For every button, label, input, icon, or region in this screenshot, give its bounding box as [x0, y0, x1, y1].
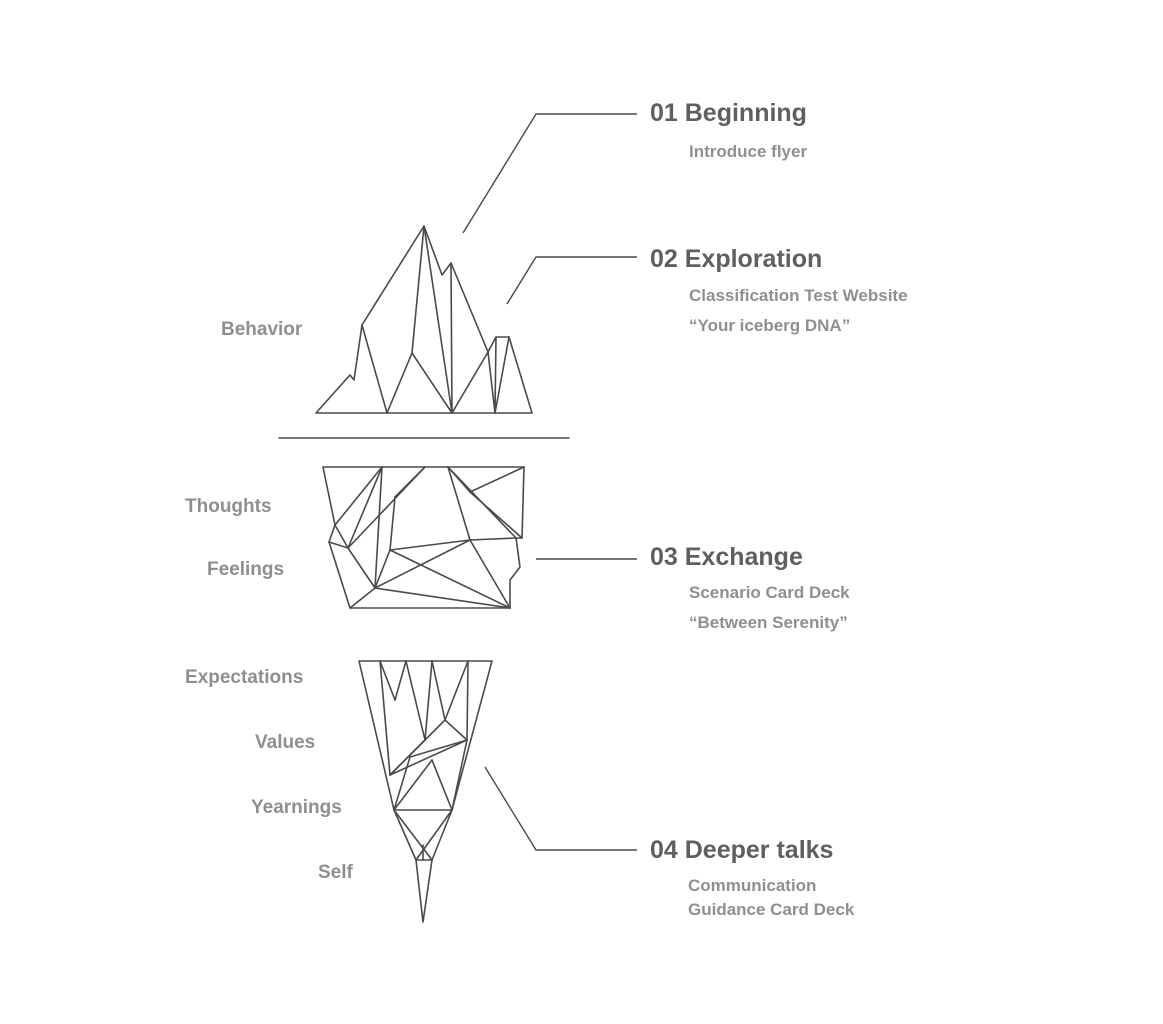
stage-01-description: Introduce flyer [689, 142, 807, 162]
stage-03-title: 03 Exchange [650, 543, 803, 572]
connector-04 [485, 767, 637, 850]
stage-04-title: 04 Deeper talks [650, 836, 833, 865]
layer-label-behavior: Behavior [221, 319, 302, 341]
layer-label-expectations: Expectations [185, 667, 303, 689]
iceberg-tip [316, 226, 532, 413]
stage-02-title: 02 Exploration [650, 245, 822, 274]
stage-02-quote: “Your iceberg DNA” [689, 316, 850, 336]
connector-01 [463, 114, 637, 233]
layer-label-thoughts: Thoughts [185, 496, 272, 518]
layer-label-values: Values [255, 732, 315, 754]
layer-label-feelings: Feelings [207, 559, 284, 581]
stage-01-title: 01 Beginning [650, 99, 807, 128]
stage-03-description: Scenario Card Deck [689, 583, 850, 603]
iceberg-bottom [359, 661, 492, 922]
stage-04-description-line-1: Communication [688, 876, 816, 896]
iceberg-middle [323, 467, 524, 608]
stage-04-description-line-2: Guidance Card Deck [688, 900, 854, 920]
layer-label-yearnings: Yearnings [251, 797, 342, 819]
layer-label-self: Self [318, 862, 353, 884]
stage-03-quote: “Between Serenity” [689, 613, 848, 633]
stage-02-description: Classification Test Website [689, 286, 908, 306]
connector-02 [507, 257, 637, 304]
